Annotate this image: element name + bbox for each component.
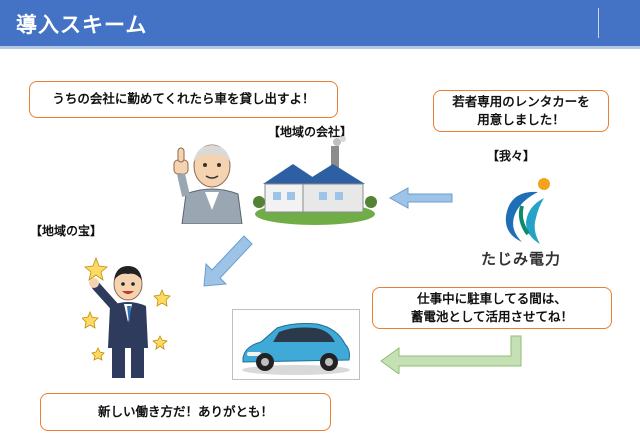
logo-text: たじみ電力: [481, 250, 562, 268]
page-title: 導入スキーム: [16, 13, 148, 37]
local-company-label: 【地域の会社】: [268, 125, 353, 139]
tajimi-power-logo-icon: [505, 178, 550, 244]
electric-car-photo-frame: [232, 309, 360, 380]
company-offer-bubble: うちの会社に勤めてくれたら車を貸し出すよ！: [29, 81, 338, 118]
header-underline: [0, 46, 640, 49]
company-boss-illustration: [173, 144, 243, 224]
arrow-to-worker: [203, 235, 253, 287]
factory-illustration: [253, 136, 377, 225]
new-workstyle-bubble: 新しい働き方だ！ありがとも！: [40, 393, 331, 431]
arrow-to-car: [380, 335, 522, 374]
header-bar: 導入スキーム: [0, 0, 640, 46]
rental-car-bubble: 若者専用のレンタカーを 用意しました！: [433, 90, 609, 132]
us-label: 【我々】: [487, 149, 536, 163]
arrow-to-company: [388, 187, 453, 209]
parking-storage-bubble: 仕事中に駐車してる間は、 蓄電池として活用させてね！: [372, 287, 612, 329]
electric-car-icon: [242, 323, 350, 375]
local-treasure-label: 【地域の宝】: [30, 224, 103, 238]
local-treasure-illustration: [82, 256, 171, 378]
header-divider: [598, 8, 599, 38]
